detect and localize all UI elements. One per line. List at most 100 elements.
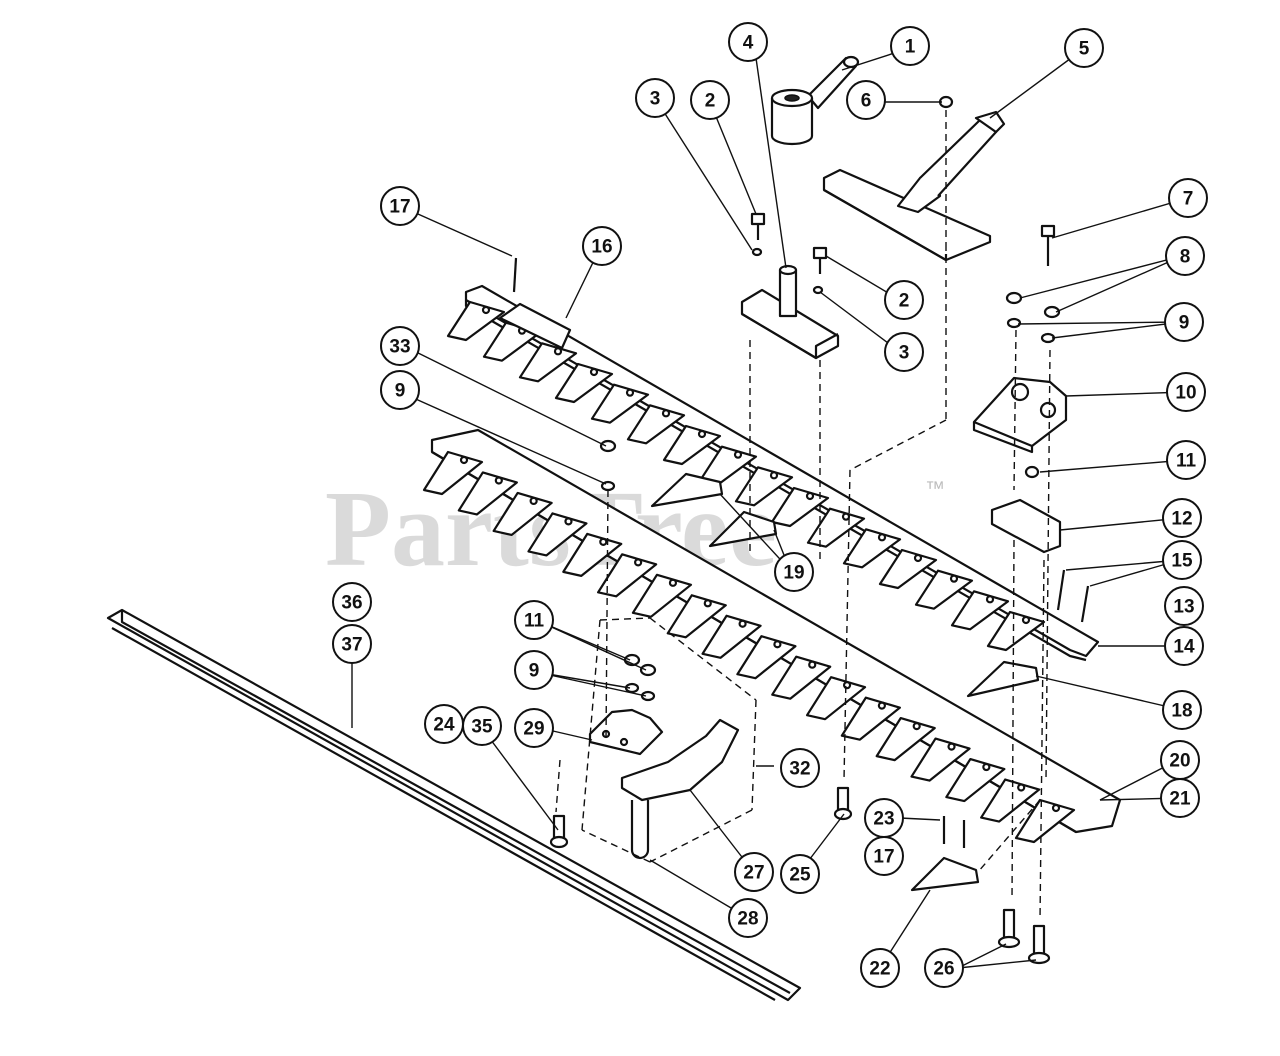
leader-line xyxy=(819,291,901,353)
callout-3: 3 xyxy=(884,332,924,372)
sections-19 xyxy=(650,472,778,548)
guide-line xyxy=(599,617,651,621)
callout-label: 11 xyxy=(1176,451,1197,472)
cutter-bar-section xyxy=(666,594,727,639)
cutter-bar-section xyxy=(875,717,936,762)
callout-label: 13 xyxy=(1173,597,1194,618)
leader-line xyxy=(1065,391,1187,397)
cutter-bar-section xyxy=(980,778,1041,823)
callout-label: 16 xyxy=(591,237,612,258)
upper-knife-section xyxy=(806,507,866,548)
bushing-part xyxy=(770,55,860,146)
guide-line xyxy=(1039,559,1045,921)
callout-label: 2 xyxy=(705,91,716,112)
leader-line xyxy=(1051,197,1189,239)
callout-label: 8 xyxy=(1180,247,1191,268)
leader-line xyxy=(403,345,607,447)
callout-4: 4 xyxy=(728,22,768,62)
guide-line xyxy=(605,489,609,741)
leader-line xyxy=(399,205,513,257)
callout-32: 32 xyxy=(780,748,820,788)
callout-label: 35 xyxy=(471,717,493,738)
guide-line xyxy=(1011,539,1015,901)
upper-knife-section xyxy=(950,590,1010,631)
callout-label: 2 xyxy=(899,291,910,312)
leader-line xyxy=(1017,321,1183,325)
callout-label: 26 xyxy=(933,959,954,980)
callout-25: 25 xyxy=(780,854,820,894)
callout-label: 20 xyxy=(1169,751,1190,772)
callout-label: 25 xyxy=(789,865,811,886)
guide-line xyxy=(1013,329,1017,491)
cutter-bar-section xyxy=(597,553,658,598)
callout-10: 10 xyxy=(1166,372,1206,412)
leader-line xyxy=(989,49,1083,119)
callout-36: 36 xyxy=(332,582,372,622)
leader-line xyxy=(1059,517,1183,531)
callout-label: 3 xyxy=(899,343,910,364)
leader-line xyxy=(535,619,647,671)
block-16 xyxy=(498,302,572,350)
bolt-24 xyxy=(549,814,569,849)
callout-label: 28 xyxy=(737,909,758,930)
cutter-bar-section xyxy=(910,737,971,782)
callout-1: 1 xyxy=(890,26,930,66)
upper-knife-section xyxy=(770,486,830,528)
callout-35: 35 xyxy=(462,706,502,746)
upper-knife-section xyxy=(986,610,1046,652)
leader-line xyxy=(899,817,941,821)
callout-label: 37 xyxy=(341,635,362,656)
callout-7: 7 xyxy=(1168,178,1208,218)
callout-23: 23 xyxy=(864,798,904,838)
section-22 xyxy=(910,816,980,892)
guide-line xyxy=(649,809,753,863)
cutter-bar-section xyxy=(840,696,901,741)
leader-line xyxy=(753,43,787,269)
callout-label: 12 xyxy=(1171,509,1192,530)
leader-line xyxy=(957,943,1007,969)
upper-knife-section xyxy=(878,548,938,590)
upper-knife-section xyxy=(590,383,650,424)
callout-label: 10 xyxy=(1175,383,1196,404)
upper-knife-section xyxy=(626,404,686,445)
callout-label: 6 xyxy=(861,91,872,112)
callout-label: 1 xyxy=(905,37,916,58)
leader-line xyxy=(1051,321,1183,339)
cutter-bar-section xyxy=(562,532,623,577)
callout-16: 16 xyxy=(582,226,622,266)
callout-11: 11 xyxy=(1166,440,1206,480)
cutter-bar-section xyxy=(1014,798,1076,844)
callout-label: 9 xyxy=(529,661,540,682)
leader-line xyxy=(1055,255,1183,313)
callout-14: 14 xyxy=(1164,626,1204,666)
cutter-bar-section xyxy=(527,512,588,557)
callout-26: 26 xyxy=(924,948,964,988)
callout-9: 9 xyxy=(1164,302,1204,342)
guide-line xyxy=(581,619,601,831)
leader-line xyxy=(399,391,607,485)
guide-line xyxy=(843,469,851,781)
callout-6: 6 xyxy=(846,80,886,120)
cutter-bar-section xyxy=(422,450,484,496)
upper-knife-section xyxy=(842,528,902,569)
pitman-plate xyxy=(822,110,1006,262)
callout-9: 9 xyxy=(514,650,554,690)
upper-knife-section xyxy=(518,342,578,383)
callout-label: 17 xyxy=(389,197,410,218)
section-18 xyxy=(966,660,1040,698)
callout-label: 23 xyxy=(873,809,894,830)
callout-27: 27 xyxy=(734,852,774,892)
callout-label: 36 xyxy=(341,593,362,614)
knife-head xyxy=(740,264,840,360)
callout-label: 3 xyxy=(650,89,661,110)
leader-line xyxy=(535,671,647,697)
upper-knife-section xyxy=(446,300,506,342)
callout-18: 18 xyxy=(1162,690,1202,730)
upper-knife-section xyxy=(554,362,614,404)
callout-label: 24 xyxy=(433,715,455,736)
callout-label: 27 xyxy=(743,863,764,884)
leader-line xyxy=(654,97,753,251)
callout-label: 33 xyxy=(389,337,410,358)
callout-29: 29 xyxy=(514,708,554,748)
